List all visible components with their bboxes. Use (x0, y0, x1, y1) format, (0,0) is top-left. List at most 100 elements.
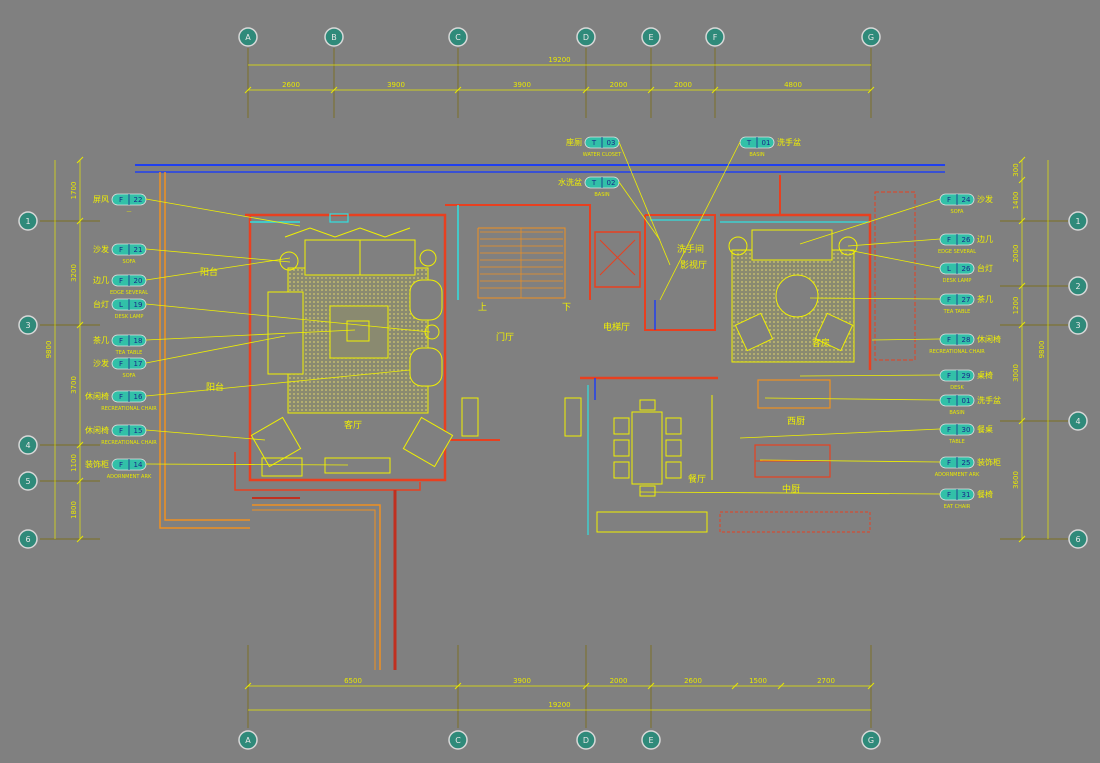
dim-total-text: 19200 (548, 701, 570, 709)
dim-text: 4800 (784, 81, 802, 89)
axis-bubble-right-4: 4 (1068, 411, 1088, 431)
tag-leader (799, 374, 941, 377)
tag-code-number: 26 (962, 236, 971, 244)
tag-cn: 沙发 (93, 244, 109, 254)
tag-leader (145, 303, 431, 333)
dim-text: 3900 (513, 677, 531, 685)
site-line-left-2 (159, 172, 250, 529)
axis-bubble-label: 6 (25, 535, 30, 544)
axis-bubble-left-4: 4 (18, 435, 38, 455)
dim-tick (76, 321, 84, 329)
dim-tick (711, 86, 719, 94)
axis-bubble-circle (18, 315, 38, 335)
western-counter (757, 379, 831, 409)
dim-text: 3000 (1012, 364, 1020, 382)
axis-bubble-circle (18, 529, 38, 549)
axis-bubble-label: B (331, 33, 337, 42)
axis-bubble-top-F: F (705, 27, 725, 47)
axis-bubble-top-E: E (641, 27, 661, 47)
tag-en: RECREATIONAL CHAIR (101, 406, 157, 412)
screen-zigzag (284, 227, 411, 238)
axis-bubble-circle (1068, 529, 1088, 549)
tag-code-number: 19 (134, 301, 143, 309)
tag-en: WATER CLOSET (583, 152, 622, 158)
tag-code-letter: F (119, 461, 123, 469)
tag-code-letter: L (947, 265, 951, 273)
tag-en: — (127, 209, 132, 215)
dim-text: 1800 (70, 501, 78, 519)
tag-code-number: 25 (962, 459, 971, 467)
axis-bubble-label: C (455, 33, 461, 42)
tag-code-letter: L (119, 301, 123, 309)
tag-leader (618, 141, 671, 266)
tag-cn: 茶几 (977, 294, 993, 304)
tag-code-number: 01 (762, 139, 771, 147)
axis-bubble-circle (705, 27, 725, 47)
recreational-chair-2 (402, 416, 454, 468)
tag-en: BASIN (749, 152, 764, 158)
tag-code-number: 29 (962, 372, 971, 380)
living-room-furniture (250, 227, 454, 477)
axis-bubble-label: 6 (1075, 535, 1080, 544)
tag-cn: 休闲椅 (85, 425, 109, 435)
tag-code-number: 31 (962, 491, 971, 499)
dim-tick (1018, 535, 1026, 543)
axis-bubble-left-1: 1 (18, 211, 38, 231)
tag-en: RECREATIONAL CHAIR (929, 349, 985, 355)
column-foyer-1 (461, 397, 479, 437)
room-label-stair-up: 上 (478, 302, 487, 313)
tag-en: TEA TABLE (943, 309, 971, 315)
tag-code-number: 30 (962, 426, 971, 434)
axis-bubble-circle (238, 27, 258, 47)
axis-bubble-circle (576, 730, 596, 750)
tag-cn: 装饰柜 (977, 457, 1001, 467)
dim-tick (244, 682, 252, 690)
tag-cn: 休闲椅 (85, 391, 109, 401)
tag-code-letter: F (947, 336, 951, 344)
dim-tick (1018, 176, 1026, 184)
tag-leader (145, 429, 266, 441)
room-label-western-kitchen: 西厨 (787, 416, 805, 427)
axis-bubble-circle (448, 730, 468, 750)
axis-bubble-label: A (245, 33, 251, 42)
sofa-bedroom (751, 229, 833, 261)
room-label-foyer: 门厅 (496, 331, 514, 343)
kitchen-counter (596, 511, 708, 533)
dining-chair-end (639, 485, 656, 497)
site-line-left (164, 172, 250, 521)
tag-leader (847, 238, 941, 247)
tag-en: BASIN (594, 192, 609, 198)
tag-leader (639, 491, 941, 495)
dim-text: 2000 (610, 81, 628, 89)
axis-bubble-bottom-E: E (641, 730, 661, 750)
dim-tick (76, 477, 84, 485)
dining-chair (665, 439, 682, 457)
axis-bubble-bottom-C: C (448, 730, 468, 750)
tag-code-number: 15 (134, 427, 143, 435)
dim-text: 2600 (282, 81, 300, 89)
dim-text: 2000 (610, 677, 628, 685)
tag-code-letter: F (119, 427, 123, 435)
tag-leader (799, 198, 941, 245)
axis-bubble-circle (1068, 315, 1088, 335)
dim-tick (867, 86, 875, 94)
axis-bubble-top-D: D (576, 27, 596, 47)
axis-bubble-circle (1068, 411, 1088, 431)
axis-bubble-label: 3 (25, 321, 30, 330)
dining-chair-end (639, 399, 656, 411)
dim-tick (1018, 282, 1026, 290)
chair-right-upper (409, 279, 443, 321)
dim-tick (647, 682, 655, 690)
dim-tick (731, 682, 739, 690)
dim-text: 3600 (1012, 471, 1020, 489)
stair-outline (477, 227, 566, 299)
wall-balcony-bottom (234, 452, 421, 491)
